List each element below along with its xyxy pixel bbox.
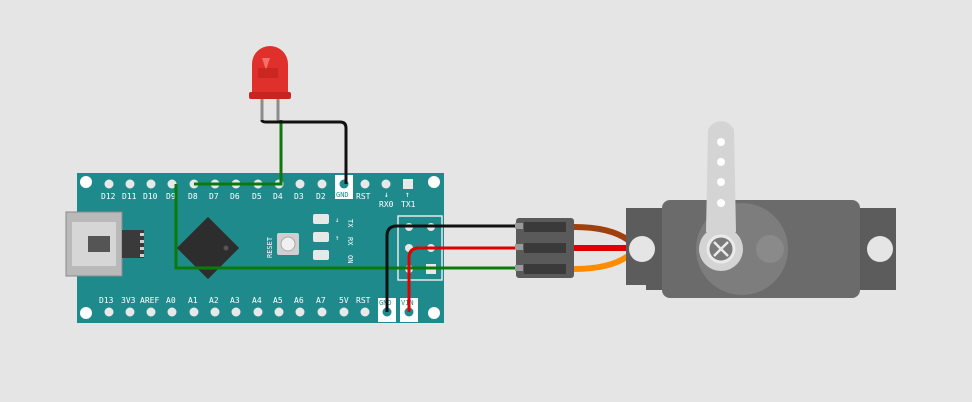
led-rim bbox=[249, 92, 291, 99]
pin-label: D9 bbox=[166, 192, 176, 201]
pin-label: 3V3 bbox=[121, 296, 136, 305]
pin-label: TX1 bbox=[401, 200, 416, 209]
top-pin-labels: D12 D11 D10 D9 D8 D7 D6 D5 D4 D3 D2 GND … bbox=[101, 190, 416, 209]
rx-arrow: ↑ bbox=[335, 234, 339, 242]
servo-ground-wire[interactable] bbox=[385, 224, 520, 312]
servo-horn[interactable] bbox=[706, 121, 736, 232]
servo-power-wire[interactable] bbox=[407, 246, 520, 312]
pin-label: D8 bbox=[188, 192, 198, 201]
atmega-chip bbox=[176, 216, 240, 280]
pin-label: D5 bbox=[252, 192, 262, 201]
servo-mount-hole bbox=[629, 236, 655, 262]
red-led[interactable] bbox=[249, 46, 291, 122]
pin-label: D3 bbox=[294, 192, 304, 201]
pin-label: A3 bbox=[230, 296, 240, 305]
wires bbox=[174, 119, 520, 312]
bottom-pin-labels: D13 3V3 AREF A0 A1 A2 A3 A4 A5 A6 A7 5V … bbox=[99, 296, 414, 307]
arduino-nano-board[interactable]: RESET TX RX ON ↓ ↑ bbox=[65, 173, 444, 323]
pin-label-gnd: GND bbox=[336, 191, 349, 199]
pin-label: D4 bbox=[273, 192, 283, 201]
servo-mount-hole bbox=[867, 236, 893, 262]
led-label-rx: RX bbox=[346, 237, 354, 246]
mount-hole bbox=[428, 176, 440, 188]
pin-label: D11 bbox=[122, 192, 137, 201]
pin-label: RST bbox=[356, 296, 371, 305]
status-leds bbox=[313, 214, 329, 260]
led-label-tx: TX bbox=[346, 219, 354, 228]
pin-label: D7 bbox=[209, 192, 219, 201]
pin-label: D6 bbox=[230, 192, 240, 201]
led-signal-wire[interactable] bbox=[194, 120, 283, 186]
pin-label: A1 bbox=[188, 296, 198, 305]
pin-label: A4 bbox=[252, 296, 262, 305]
mount-hole bbox=[80, 176, 92, 188]
pin-label: 5V bbox=[339, 296, 349, 305]
mount-hole bbox=[428, 307, 440, 319]
usb-mini-connector bbox=[65, 211, 144, 277]
pin-label: A6 bbox=[294, 296, 304, 305]
pin-label: D10 bbox=[143, 192, 158, 201]
servo-signal-wire[interactable] bbox=[174, 184, 520, 270]
pin-label-gnd-bottom: GND bbox=[379, 299, 392, 307]
tx-arrow-top: ↑ bbox=[405, 190, 410, 199]
pin-label: A2 bbox=[209, 296, 219, 305]
pin-label: A0 bbox=[166, 296, 176, 305]
pin-label: RX0 bbox=[379, 200, 394, 209]
reset-button[interactable] bbox=[277, 233, 299, 255]
pin-label: D2 bbox=[316, 192, 326, 201]
led-label-on: ON bbox=[346, 255, 354, 263]
reset-label: RESET bbox=[266, 236, 274, 258]
led-ground-wire[interactable] bbox=[260, 119, 348, 184]
mount-hole bbox=[80, 307, 92, 319]
servo-motor[interactable] bbox=[600, 121, 896, 298]
pin-label: RST bbox=[356, 192, 371, 201]
pin-label: A5 bbox=[273, 296, 283, 305]
pin-label: D12 bbox=[101, 192, 116, 201]
tx-arrow: ↓ bbox=[335, 216, 339, 224]
pin-label: D13 bbox=[99, 296, 114, 305]
bottom-pin-holes bbox=[104, 298, 418, 322]
pin-label-vin: VIN bbox=[401, 299, 414, 307]
rx-arrow-top: ↓ bbox=[384, 190, 389, 199]
servo-connector[interactable] bbox=[515, 218, 574, 278]
pin-label: AREF bbox=[140, 296, 159, 305]
pin-label: A7 bbox=[316, 296, 326, 305]
